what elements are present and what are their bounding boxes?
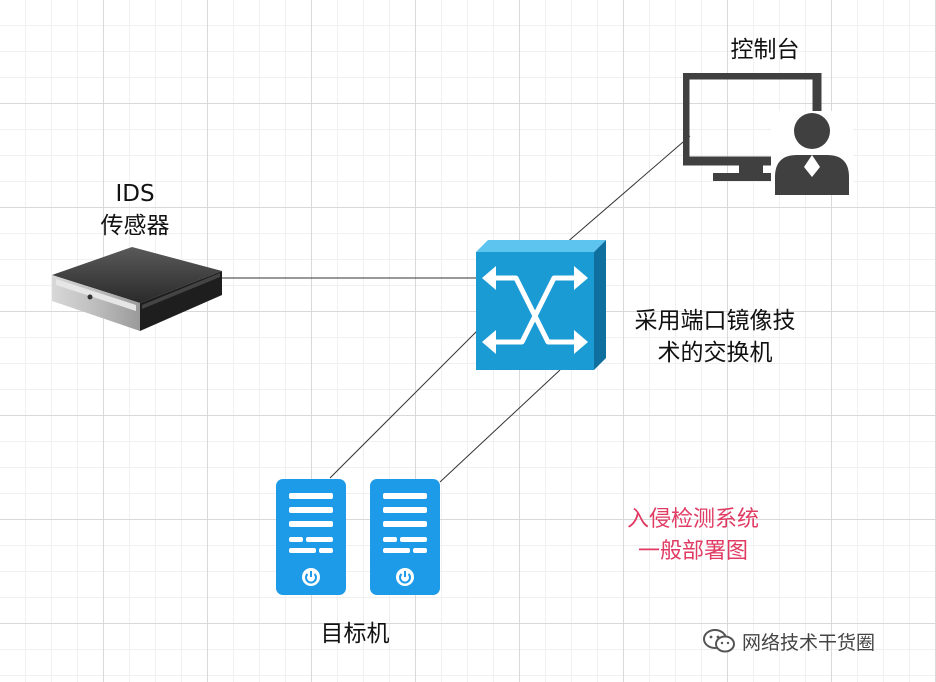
switch-device[interactable] (476, 240, 608, 374)
link-switch-target-1 (329, 329, 479, 479)
sensor-label-line2: 传感器 (100, 213, 170, 239)
wechat-icon (703, 629, 735, 653)
sensor-label: IDS 传感器 (85, 178, 185, 242)
caption-line2: 一般部署图 (637, 539, 748, 564)
link-switch-console (564, 135, 691, 245)
console-label: 控制台 (730, 37, 800, 63)
switch-label-line1: 采用端口镜像技 (634, 308, 796, 334)
caption-line1: 入侵检测系统 (626, 507, 759, 532)
watermark: 网络技术干货圈 (702, 626, 875, 656)
switch-label: 采用端口镜像技 术的交换机 (617, 305, 813, 369)
link-switch-target-2 (439, 369, 561, 483)
switch-label-line2: 术的交换机 (657, 340, 773, 366)
target-server-2[interactable] (370, 479, 440, 595)
target-server-1[interactable] (276, 479, 346, 595)
sensor-label-line1: IDS (115, 181, 155, 207)
console-monitor-icon[interactable] (683, 73, 853, 195)
switch-arrows-icon (490, 275, 580, 345)
targets-label: 目标机 (320, 621, 390, 647)
diagram-caption: 入侵检测系统 一般部署图 (605, 504, 781, 568)
watermark-text: 网络技术干货圈 (742, 631, 876, 654)
ids-sensor-device[interactable] (52, 247, 224, 343)
